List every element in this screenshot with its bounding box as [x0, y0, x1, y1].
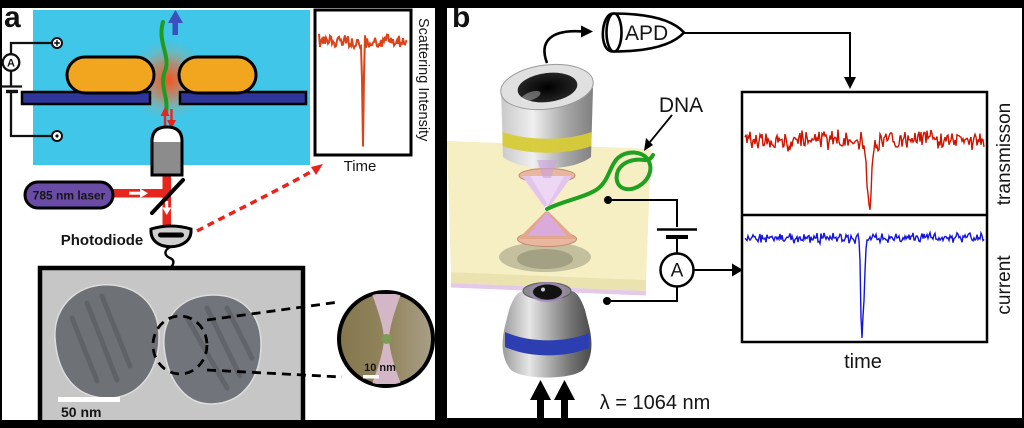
apd-signal-wire [684, 32, 856, 89]
panel-b-label: b [452, 8, 471, 34]
trapping-laser-arrows-icon [530, 380, 575, 418]
slab-shadow [499, 242, 591, 272]
electrode-negative-icon [51, 130, 63, 142]
gold-nanorod-right [177, 55, 258, 95]
objective-bottom-lens [533, 284, 562, 300]
laser-label: 785 nm laser [33, 189, 106, 203]
beam-direction-arrow-down-icon [162, 201, 172, 215]
tem-scale-bar-label: 50 nm [61, 404, 101, 420]
transmission-ylabel: transmisson [994, 103, 1015, 205]
inset-molecule-dot [381, 334, 392, 344]
plots-xlabel: time [844, 351, 882, 373]
objective-bottom-icon [502, 282, 592, 378]
photodiode-label: Photodiode [61, 232, 144, 249]
apd-detector-icon [601, 12, 686, 53]
electrode-positive-icon [51, 37, 63, 49]
laser-beam-vertical [162, 174, 171, 227]
current-trace [744, 230, 985, 338]
panel-b: b [447, 8, 1022, 418]
beamsplitter-icon [150, 178, 185, 215]
inset-nanogap-bottom [372, 340, 401, 384]
dna-strand [545, 150, 655, 211]
dna-label: DNA [659, 94, 703, 117]
current-ylabel: current [994, 255, 1015, 315]
scattering-plot-ylabel: Scattering Intensity [415, 18, 431, 142]
transmission-trace [744, 129, 985, 210]
zoom-connector-bottom [206, 368, 343, 379]
scattering-plot-xlabel: Time [344, 158, 377, 175]
signal-path-arrow-icon [196, 164, 323, 233]
panel-b-drawing: APD DNA [447, 12, 1015, 418]
objective-top-lens [517, 72, 578, 103]
trap-beam-glow [537, 160, 557, 178]
translocation-arrow-icon [168, 10, 183, 35]
circuit-panel-a [2, 41, 51, 138]
panel-a-drawing: A 785 nm laser [2, 8, 435, 420]
nanoparticle-left [54, 284, 160, 399]
collection-path-arrow-icon [543, 25, 593, 64]
ammeter-label: A [671, 261, 684, 282]
photodiode-icon [149, 224, 193, 270]
tem-scale-bar [58, 397, 120, 402]
beam-direction-arrow-right-icon [129, 188, 148, 198]
electrode-bottom-dot [603, 297, 611, 305]
dna-pointer-arrow-icon [644, 114, 673, 151]
zoom-connector-top [206, 300, 340, 322]
inset-scale-bar [363, 375, 379, 379]
tem-inset: 10 nm [337, 290, 435, 388]
dna-strand [159, 20, 169, 115]
tem-image: 50 nm [37, 265, 343, 420]
gold-nanorod-left [65, 55, 156, 95]
objective-top-icon [500, 63, 594, 178]
gap-highlight-dashed-ellipse [151, 314, 209, 376]
optical-field-arrows-icon [160, 107, 176, 129]
panel-a: a [2, 8, 435, 420]
time-trace-plots [740, 90, 989, 344]
apd-label: APD [625, 22, 668, 45]
objective-blue-band [505, 332, 589, 356]
inset-scale-bar-label: 10 nm [364, 362, 396, 374]
ammeter-label: A [7, 58, 15, 70]
inset-nanogap-top [372, 294, 401, 338]
laser-source [23, 180, 115, 210]
scattering-trace [318, 33, 408, 147]
ammeter-icon [2, 53, 21, 72]
wavelength-label: λ = 1064 nm [600, 392, 711, 414]
circuit-panel-b [603, 196, 743, 305]
scattering-plot [313, 8, 413, 157]
objective-lens-icon [150, 125, 184, 177]
objective-yellow-band [502, 132, 592, 153]
panel-a-label: a [4, 8, 21, 34]
